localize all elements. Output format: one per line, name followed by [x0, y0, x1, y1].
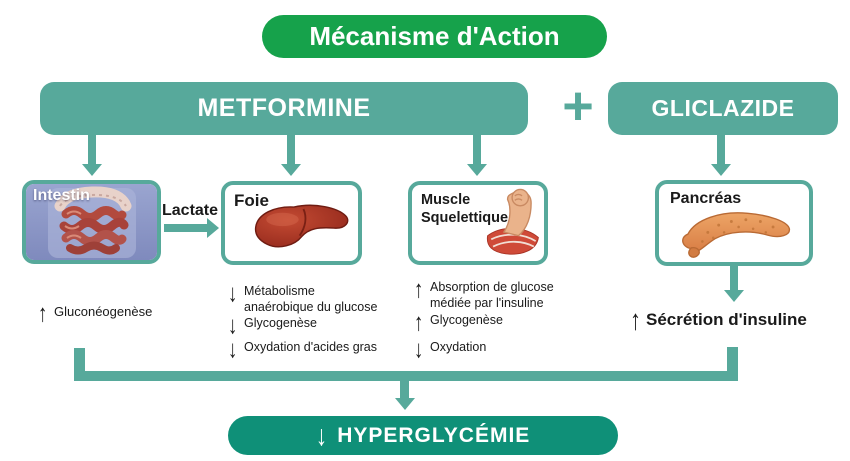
- up-arrow-icon: ↑: [414, 309, 424, 337]
- bracket-right-segment: [727, 347, 738, 381]
- effect-gluconeogenese: ↑ Gluconéogenèse: [38, 300, 153, 328]
- down-arrow-icon: ↓: [228, 280, 238, 308]
- diagram-title-text: Mécanisme d'Action: [309, 21, 560, 51]
- effect-glycogenese-muscle: ↑ Glycogenèse: [414, 309, 503, 337]
- hyperglycemie-label: HYPERGLYCÉMIE: [337, 423, 531, 447]
- gliclazide-label: GLICLAZIDE: [651, 95, 795, 121]
- effect-absorption-glucose: ↑ Absorption de glucose médiée par l'ins…: [414, 276, 554, 310]
- pancreas-image: [682, 212, 791, 258]
- effect-oxydation-muscle: ↓ Oxydation: [414, 336, 487, 364]
- liver-image: [254, 204, 349, 248]
- plus-sign: +: [562, 76, 594, 136]
- intestin-label: Intestin: [33, 187, 90, 204]
- arrow-metformine-to-foie: [287, 135, 295, 164]
- intestin-box: Intestin: [22, 180, 161, 264]
- bracket-horizontal-bar: [74, 371, 738, 381]
- up-arrow-icon: ↑: [630, 303, 641, 336]
- down-arrow-icon: ↓: [228, 312, 238, 340]
- down-arrow-icon: ↓: [228, 336, 238, 364]
- effect-secretion-insuline: ↑ Sécrétion d'insuline: [630, 303, 807, 336]
- muscle-label: Muscle Squelettique: [421, 192, 509, 227]
- bracket-left-segment: [74, 348, 85, 381]
- pancreas-box: Pancréas: [655, 180, 813, 266]
- foie-label: Foie: [234, 191, 269, 210]
- down-arrow-icon: ↓: [414, 336, 424, 364]
- gliclazide-box: GLICLAZIDE: [608, 82, 838, 135]
- muscle-arm-image: [486, 188, 539, 255]
- effect-metabolisme-anaerobique: ↓ Métabolisme anaérobique du glucose: [228, 280, 378, 314]
- arrow-metformine-to-muscle: [473, 135, 481, 164]
- down-arrow-icon: ↓: [315, 418, 328, 452]
- arrow-gliclazide-to-pancreas: [717, 135, 725, 164]
- pancreas-label: Pancréas: [670, 190, 742, 207]
- diagram-title: Mécanisme d'Action: [262, 15, 607, 58]
- muscle-box: Muscle Squelettique: [408, 181, 548, 265]
- arrow-to-outcome: [400, 381, 409, 398]
- intestine-image: [26, 184, 157, 260]
- effect-glycogenese-foie: ↓ Glycogenèse: [228, 312, 317, 340]
- up-arrow-icon: ↑: [38, 300, 48, 328]
- arrow-pancreas-to-secretion: [730, 266, 738, 290]
- effect-oxydation-acides-gras: ↓ Oxydation d'acides gras: [228, 336, 378, 364]
- metformine-label: METFORMINE: [197, 94, 371, 122]
- arrow-metformine-to-intestin: [88, 135, 96, 164]
- up-arrow-icon: ↑: [414, 276, 424, 304]
- lactate-label: Lactate: [162, 202, 219, 219]
- metformine-box: METFORMINE: [40, 82, 528, 135]
- foie-box: Foie: [221, 181, 362, 265]
- hyperglycemie-banner: ↓ HYPERGLYCÉMIE: [228, 416, 618, 455]
- arrow-lactate-to-foie: [164, 224, 207, 232]
